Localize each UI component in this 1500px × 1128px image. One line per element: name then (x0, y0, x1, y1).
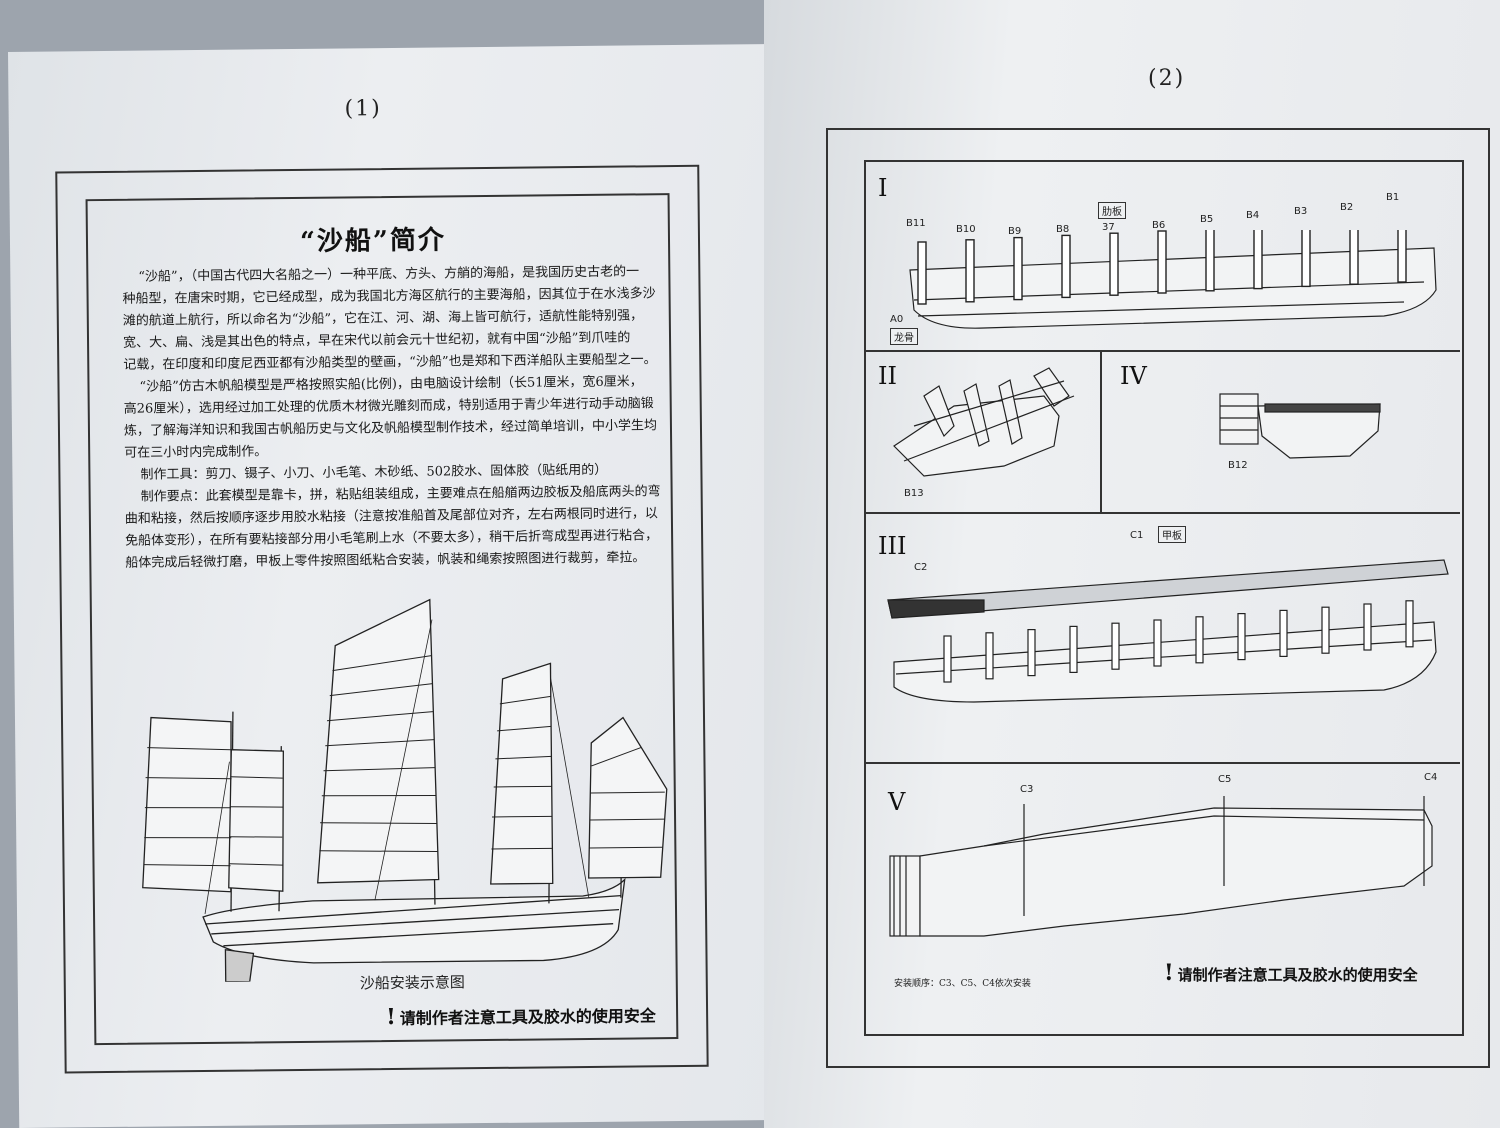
panel-iii-numeral: III (878, 532, 907, 560)
deck-box-label: 甲板 (1158, 526, 1186, 543)
deck-rib-post (1027, 628, 1036, 677)
stern-assembly-drawing (1219, 393, 1381, 459)
right-outer-frame (826, 128, 1490, 1068)
panel-iv-numeral: IV (1120, 362, 1147, 390)
b12-label: B12 (1228, 460, 1248, 471)
panel-ii-numeral: II (878, 362, 897, 390)
illustration-caption: 沙船安装示意图 (359, 973, 465, 993)
safety-warning-left: !请制作者注意工具及胶水的使用安全 (386, 1001, 656, 1030)
exclamation-icon: ! (385, 1003, 396, 1031)
rib-post (1157, 230, 1167, 294)
deck-assembly-drawing (887, 559, 1449, 703)
page-number-right: (2) (1148, 66, 1186, 91)
rib-post (1013, 236, 1023, 301)
deck-rib-post (1153, 619, 1162, 667)
deck-rib-post (1237, 612, 1246, 661)
rib-post (1061, 234, 1071, 299)
intro-text: “沙船”，（中国古代四大名船之一）一种平底、方头、方艄的海船，是我国历史古老的一… (122, 261, 661, 587)
rib-post (1397, 230, 1407, 283)
panel-iv: IV B12 (1100, 350, 1460, 514)
rib-post (1253, 230, 1263, 290)
rib-post (1349, 230, 1359, 285)
hull-ribs-drawing (909, 230, 1437, 329)
panel-i-numeral: I (878, 174, 888, 202)
hull-planking-drawing (889, 796, 1433, 937)
deck-rib-post (1279, 609, 1288, 658)
deck-rib-post (1405, 600, 1414, 648)
panel-v-numeral: V (888, 788, 906, 816)
safety-warning-right: !请制作者注意工具及胶水的使用安全 (1164, 960, 1418, 986)
panel-v: V C3 C5 C4 D D 安装顺序：C3、C5、C4依次安装 !请制作者注意… (864, 762, 1460, 1032)
deck-rib-post (985, 632, 994, 680)
warning-text: 请制作者注意工具及胶水的使用安全 (399, 1006, 656, 1028)
page-number-left: (1) (344, 96, 382, 122)
panel-i: I 肋板 B11 B10 B9 B8 37 B6 B5 B4 B3 B2 B1 … (864, 160, 1460, 352)
rib-label: B2 (1340, 202, 1354, 213)
panel-ii: II B13 (864, 350, 1102, 514)
deck-rib-post (1195, 616, 1204, 664)
c2-label: C2 (914, 562, 928, 573)
rib-label: B8 (1056, 224, 1070, 235)
rib-post (1109, 232, 1119, 296)
keel-box-label: 龙骨 (890, 328, 918, 345)
bow-assembly-drawing (893, 367, 1075, 477)
panel-iii: III C1 甲板 C2 (864, 512, 1460, 764)
deck-rib-post (1321, 606, 1330, 654)
deck-rib-post (1069, 625, 1078, 674)
deck-rib-post (1111, 622, 1120, 670)
rib-label: B4 (1246, 210, 1260, 221)
c1-label: C1 (1130, 530, 1144, 541)
rib-label: B10 (956, 224, 976, 235)
rib-label: B6 (1152, 220, 1166, 231)
junk-ship-illustration (142, 598, 668, 983)
c4-label: C4 (1424, 772, 1438, 783)
assembly-order-note: 安装顺序：C3、C5、C4依次安装 (894, 979, 1031, 989)
rib-post (1301, 230, 1311, 288)
right-page: (2) I 肋板 B11 B10 B9 B8 37 B6 B5 B4 B3 B2… (764, 0, 1500, 1128)
left-page: (1) “沙船”简介 “沙船”，（中国古代四大名船之一）一种平底、方头、方艄的海… (8, 44, 780, 1128)
b13-label: B13 (904, 488, 924, 499)
c3-label: C3 (1020, 784, 1034, 795)
rib-label: B3 (1294, 206, 1308, 217)
rib-post (917, 241, 927, 305)
rib-post (1205, 230, 1215, 292)
rib-label: B11 (906, 218, 926, 229)
warning-text: 请制作者注意工具及胶水的使用安全 (1177, 966, 1418, 984)
rib-box-label: 肋板 (1098, 202, 1126, 219)
a0-label: A0 (890, 314, 904, 325)
rib-post (965, 239, 975, 303)
right-inner-frame (864, 160, 1464, 1036)
rib-label: B9 (1008, 226, 1022, 237)
rib-label: 37 (1102, 222, 1115, 233)
exclamation-icon: ! (1164, 960, 1174, 986)
c5-label: C5 (1218, 774, 1232, 785)
rib-label: B1 (1386, 192, 1400, 203)
deck-rib-post (1363, 603, 1372, 651)
rib-label: B5 (1200, 214, 1214, 225)
intro-title: “沙船”简介 (299, 225, 447, 257)
deck-rib-post (943, 635, 952, 683)
